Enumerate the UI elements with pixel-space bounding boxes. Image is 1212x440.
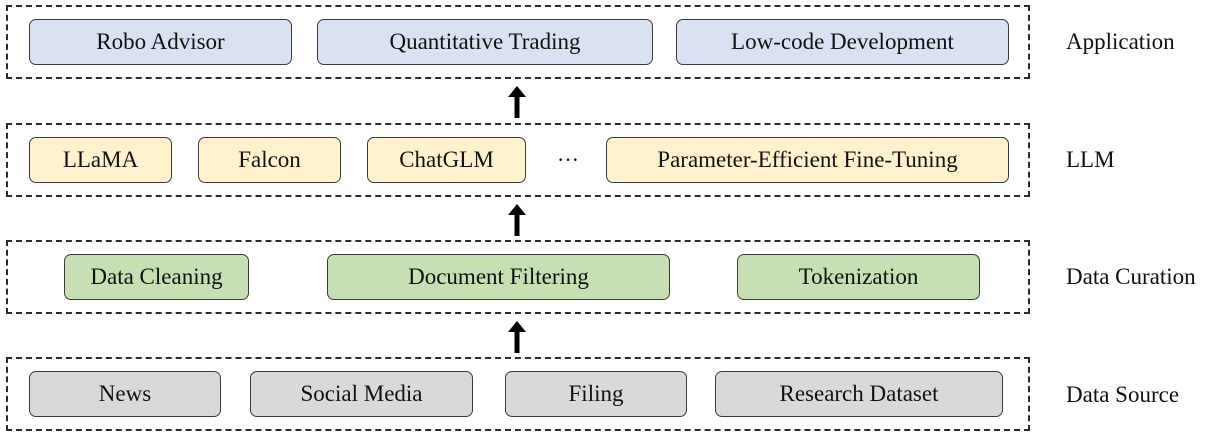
robo-advisor-box: Robo Advisor [29, 19, 292, 65]
data-curation-layer: Data Cleaning Document Filtering Tokeniz… [6, 240, 1030, 314]
data-source-layer: News Social Media Filing Research Datase… [6, 357, 1030, 431]
document-filtering-box: Document Filtering [327, 254, 670, 300]
arrow-up-icon [508, 321, 526, 353]
research-dataset-box: Research Dataset [715, 371, 1003, 417]
data-source-layer-label: Data Source [1066, 382, 1180, 407]
application-layer-label: Application [1066, 29, 1175, 54]
filing-box: Filing [505, 371, 687, 417]
news-box: News [29, 371, 221, 417]
data-cleaning-box: Data Cleaning [64, 254, 249, 300]
low-code-development-box: Low-code Development [676, 19, 1009, 65]
tokenization-box: Tokenization [737, 254, 980, 300]
llm-layer-label: LLM [1066, 147, 1115, 172]
application-layer: Robo Advisor Quantitative Trading Low-co… [6, 5, 1030, 79]
llm-layer: LLaMA Falcon ChatGLM ··· Parameter-Effic… [6, 123, 1030, 197]
quantitative-trading-box: Quantitative Trading [317, 19, 653, 65]
peft-box: Parameter-Efficient Fine-Tuning [606, 137, 1009, 183]
arrow-up-icon [508, 204, 526, 236]
llama-box: LLaMA [29, 137, 172, 183]
arrow-up-icon [508, 86, 526, 118]
more-models-ellipsis: ··· [557, 147, 579, 172]
chatglm-box: ChatGLM [367, 137, 526, 183]
social-media-box: Social Media [250, 371, 473, 417]
data-curation-layer-label: Data Curation [1066, 264, 1196, 289]
falcon-box: Falcon [198, 137, 341, 183]
